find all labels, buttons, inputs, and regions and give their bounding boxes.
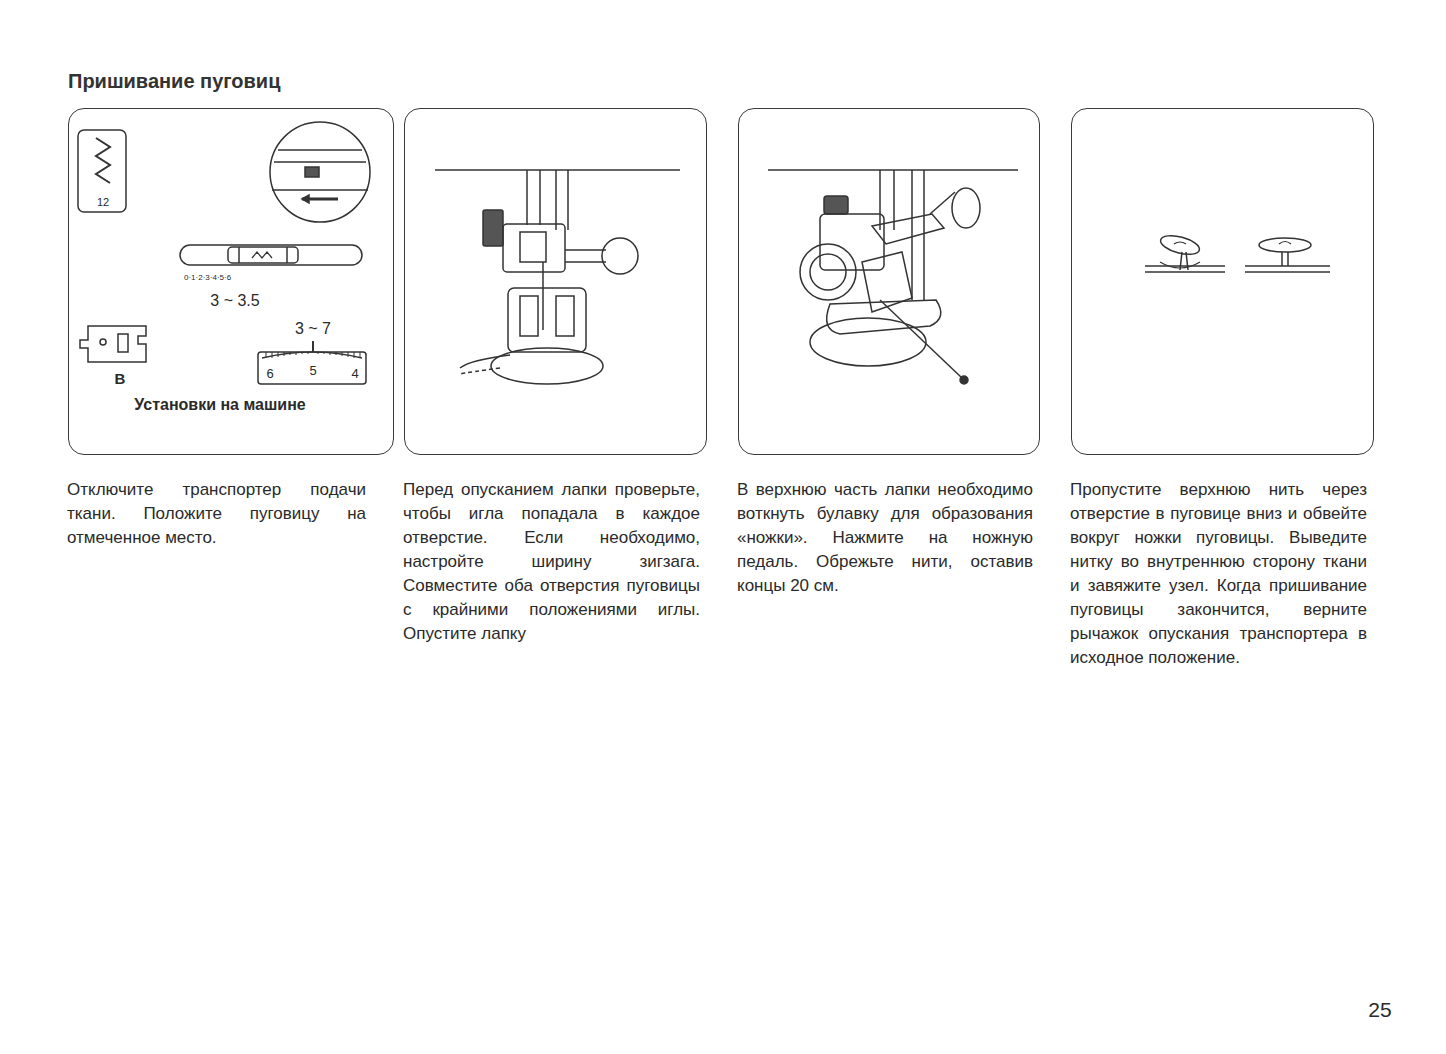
instruction-panel: В верхнюю часть лапки необходимо воткнут… xyxy=(738,108,1040,455)
instruction-panel: Пропустите верхнюю нить через отверстие … xyxy=(1071,108,1374,455)
label-slot: 3 ~ 3.5 xyxy=(190,292,280,310)
instruction-text: В верхнюю часть лапки необходимо воткнут… xyxy=(737,478,1033,598)
label-slot: 6 xyxy=(262,364,278,382)
presser-foot-with-pin xyxy=(768,170,1018,384)
stitch-width-bar xyxy=(180,245,362,265)
label-slot: 12 xyxy=(89,192,117,210)
text-slot: Пропустите верхнюю нить через отверстие … xyxy=(1070,478,1367,670)
setting-label: 12 xyxy=(97,196,109,208)
pattern-icon xyxy=(78,130,126,212)
setting-label: 4 xyxy=(351,366,358,381)
instruction-text: Пропустите верхнюю нить через отверстие … xyxy=(1070,478,1367,670)
text-slot: В верхнюю часть лапки необходимо воткнут… xyxy=(737,478,1033,598)
label-slot: 0·1·2·3·4·5·6 xyxy=(184,266,294,284)
presser-foot-icon xyxy=(80,326,146,362)
instruction-panel: Перед опусканием лапки проверьте, чтобы … xyxy=(404,108,707,455)
text-slot: Перед опусканием лапки проверьте, чтобы … xyxy=(403,478,700,646)
setting-label: 3 ~ 7 xyxy=(295,320,331,338)
label-slot: 25 xyxy=(1360,998,1400,1022)
page-title: Пришивание пуговиц xyxy=(68,70,280,93)
panel-caption: Установки на машине xyxy=(69,396,371,414)
feed-dog-lever-icon xyxy=(270,122,370,222)
sewn-buttons xyxy=(1145,232,1330,272)
setting-label: 3 ~ 3.5 xyxy=(210,292,259,310)
label-slot: B xyxy=(110,370,130,388)
setting-label: B xyxy=(115,370,126,387)
presser-foot-drawing xyxy=(435,170,680,384)
stitch-length-dial xyxy=(258,341,366,384)
setting-label: 5 xyxy=(309,363,316,378)
instruction-text: Перед опусканием лапки проверьте, чтобы … xyxy=(403,478,700,646)
text-slot: Отключите транспортер подачи ткани. Поло… xyxy=(67,478,366,550)
title-slot: Пришивание пуговиц xyxy=(68,70,280,93)
setting-label: 0·1·2·3·4·5·6 xyxy=(184,273,231,282)
setting-label: 6 xyxy=(266,366,273,381)
label-slot: 4 xyxy=(347,364,363,382)
instruction-text: Отключите транспортер подачи ткани. Поло… xyxy=(67,478,366,550)
label-slot: 3 ~ 7 xyxy=(268,320,358,338)
page-number: 25 xyxy=(1368,998,1391,1022)
text-slot: Установки на машине xyxy=(69,396,371,414)
label-slot: 5 xyxy=(305,361,321,379)
